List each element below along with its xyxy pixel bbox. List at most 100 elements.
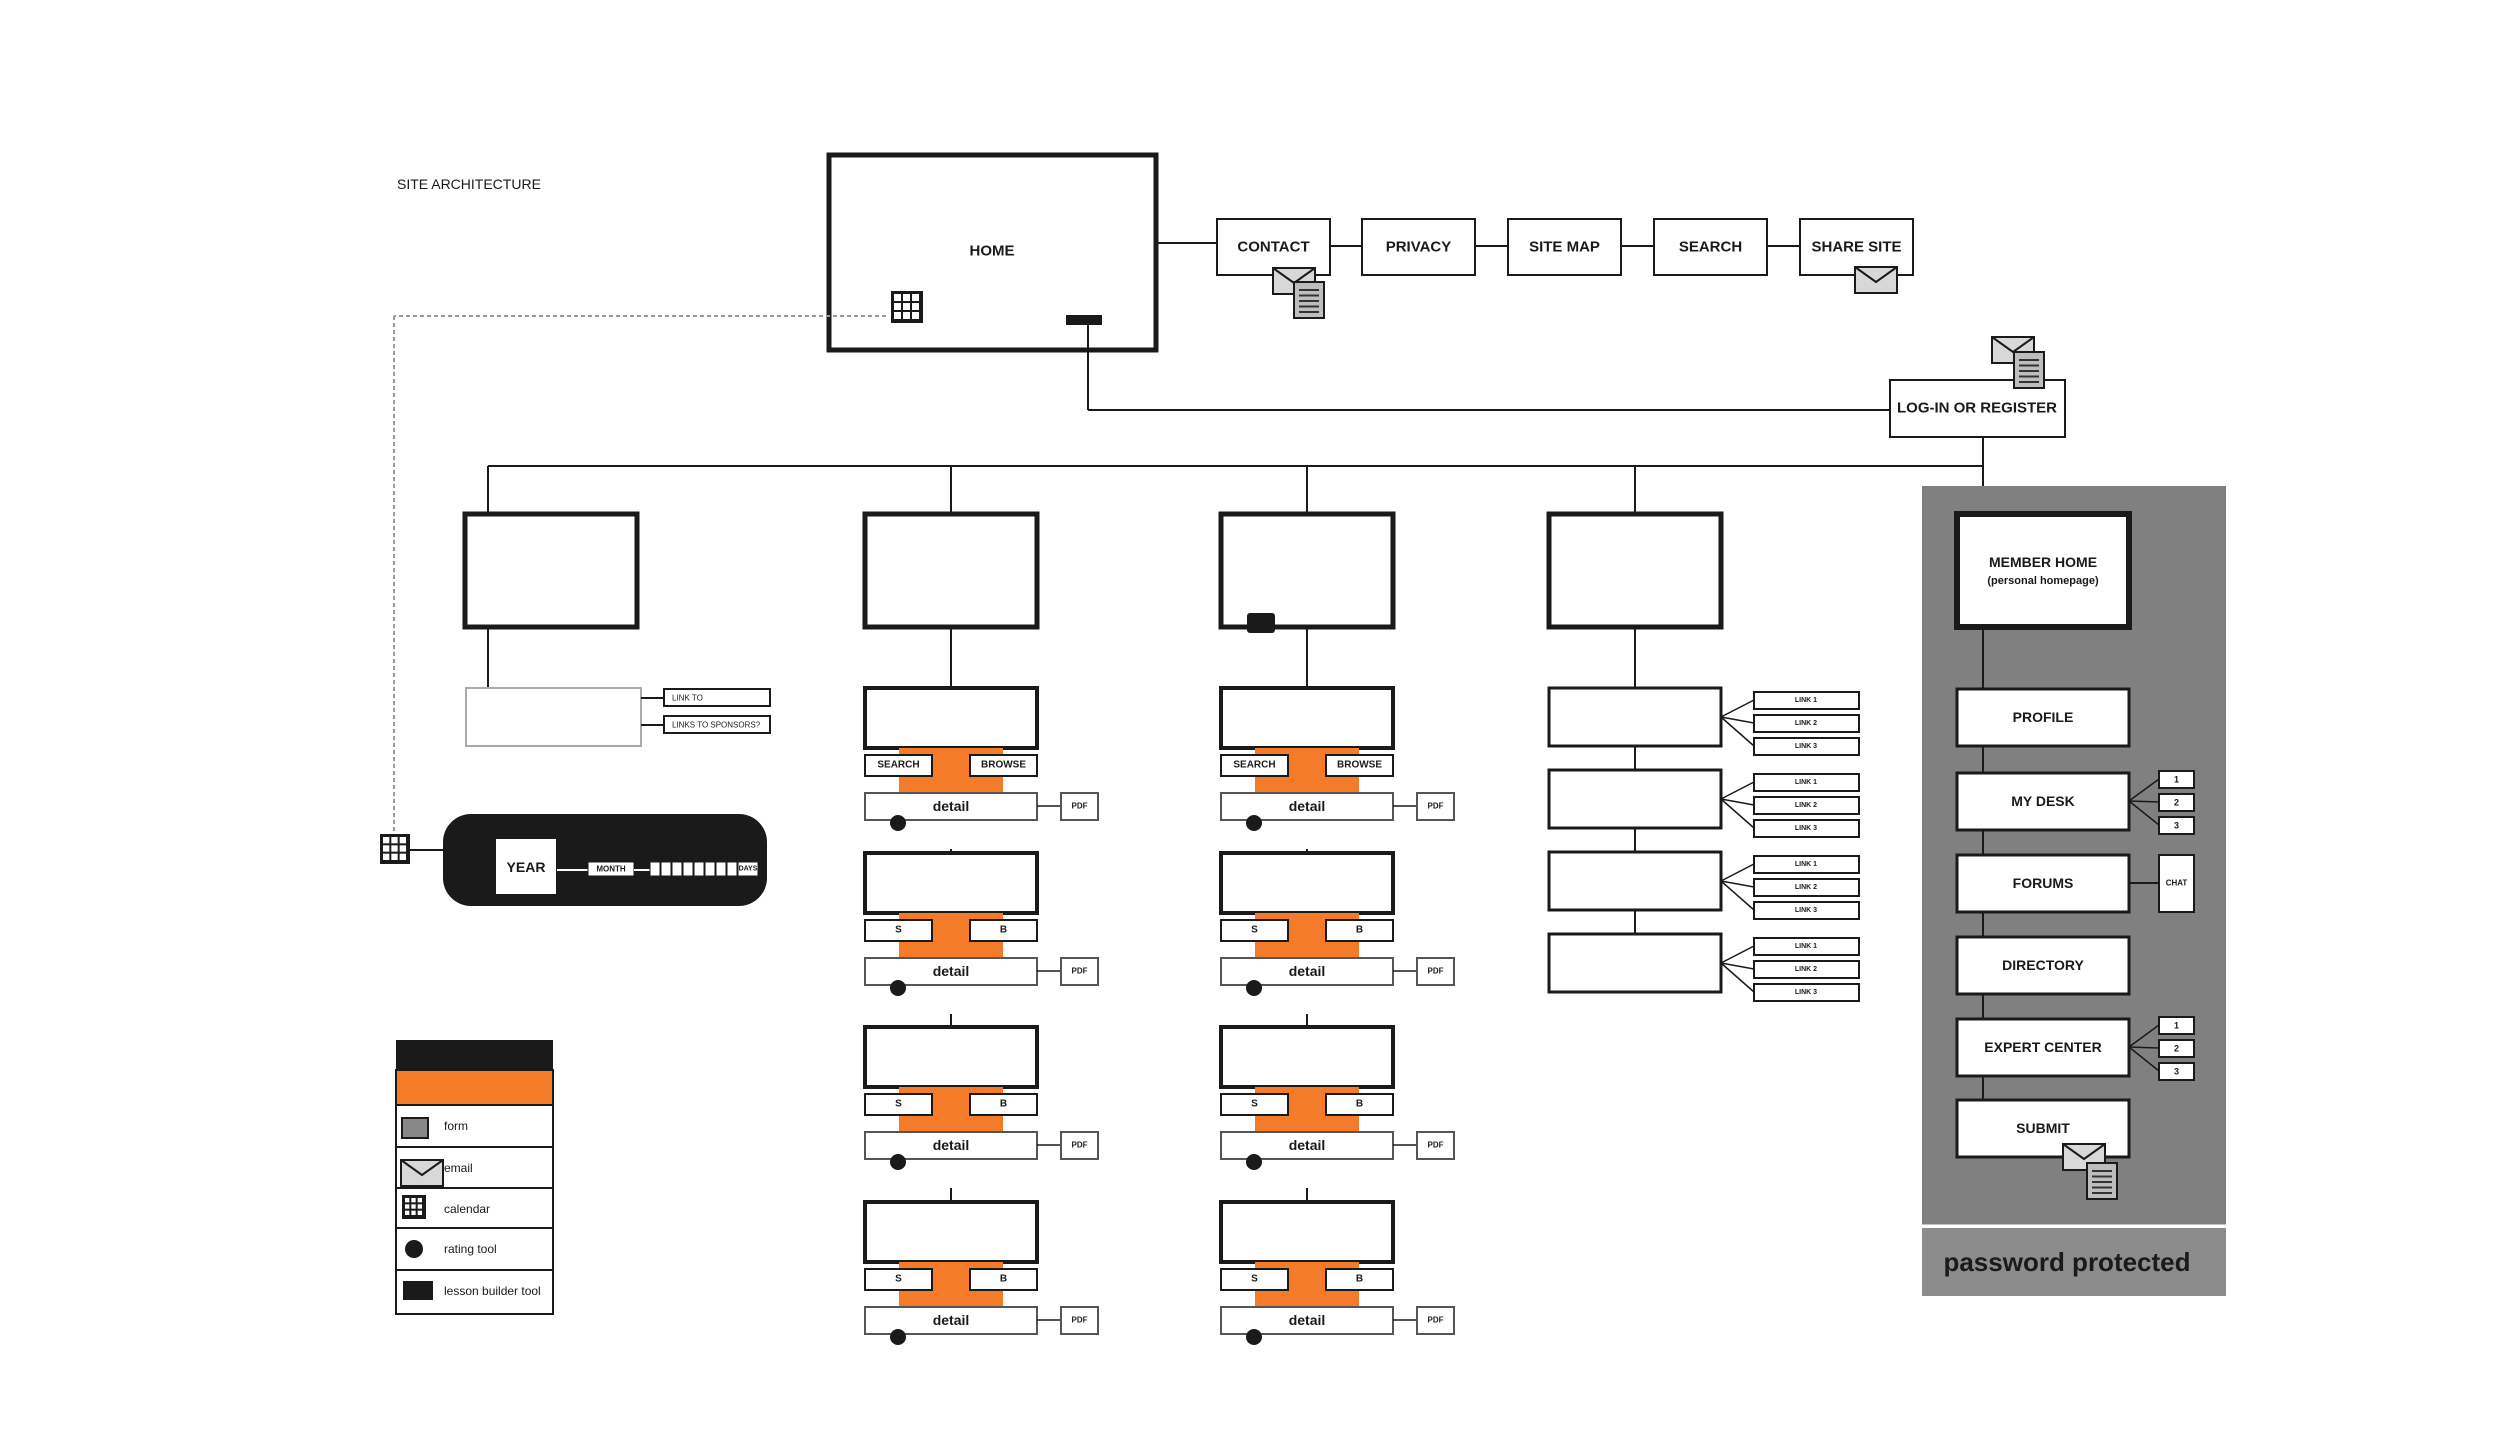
subsection-box [1219,1200,1395,1264]
link-fan-line [1720,716,1755,724]
home-login-marker [1066,315,1102,325]
calendar-icon-cell [399,853,406,860]
link-group-box [1547,932,1723,994]
link-fan-line [1720,880,1755,888]
search-button [864,754,933,777]
rating-tool-icon-glyph: R [895,1157,902,1167]
member-item-label-2: FORUMS [2013,875,2074,891]
detail-box [1220,792,1394,821]
key-label-3: rating tool [444,1242,497,1256]
utility-label-0: CONTACT [1237,239,1309,256]
pdf-label: PDF [1428,1316,1444,1325]
calendar-icon-cell [399,837,406,844]
rating-tool-icon-glyph: R [1251,818,1258,828]
detail-label: detail [933,1137,970,1153]
pdf-label: PDF [1072,802,1088,811]
link-box [1753,983,1860,1002]
link-label: LINK 2 [1795,720,1817,727]
panel-footer [1922,1228,2226,1296]
pdf-box [1060,1131,1099,1160]
key-label-2: calendar [444,1202,490,1216]
email-icon [400,1159,444,1187]
search-button [1220,1093,1289,1116]
member-home-title: MEMBER HOME [1989,554,2097,570]
calendar-day-box [682,861,694,877]
link-group-box [1547,850,1723,912]
calendar-icon-cell [894,294,901,301]
link-box [1753,796,1860,815]
calendar-days-box [737,861,759,877]
member-item-box-0 [1955,687,2131,748]
rating-tool-icon-glyph: R [895,983,902,993]
member-number-label: 3 [2174,1067,2179,1077]
calendar-icon-cell [912,303,919,310]
member-item-label-4: EXPERT CENTER [1984,1039,2101,1055]
member-number-box [2158,793,2195,812]
detail-label: detail [933,963,970,979]
browse-button [969,1093,1038,1116]
link-box [1753,960,1860,979]
browse-button [1325,754,1394,777]
calendar-icon-cell [912,312,919,319]
rating-tool-icon: R [890,980,906,996]
link-fan-line [1720,781,1755,800]
lesson-builder-icon-glyph: LB [411,1284,426,1296]
calendar-icon-cell [405,1210,410,1215]
col1-link-to-label: LINK TO [672,694,703,703]
section-box-1 [462,511,640,630]
link-fan-line [1720,962,1755,993]
member-number-box [2158,1062,2195,1081]
search-button [864,1093,933,1116]
pdf-label: PDF [1428,1141,1444,1150]
form-icon [1293,281,1325,319]
browse-label: BROWSE [1337,760,1382,771]
browse-button [969,754,1038,777]
calendar-year-label: YEAR [507,859,546,875]
calendar-icon [402,1195,426,1219]
link-label: LINK 2 [1795,802,1817,809]
link-box [1753,937,1860,956]
calendar-icon-cell [411,1204,416,1209]
col1-content-box [465,687,642,747]
calendar-day-box [715,861,727,877]
link-fan-line [1720,798,1755,829]
browse-label: B [1000,1274,1007,1285]
rating-tool-icon: R [1246,815,1262,831]
member-number-fan [2128,778,2160,802]
detail-box [864,792,1038,821]
rating-tool-icon-glyph: R [1251,1157,1258,1167]
browse-label: B [1000,1099,1007,1110]
calendar-icon-cell [411,1198,416,1203]
pdf-box [1416,1131,1455,1160]
link-box [1753,855,1860,874]
calendar-day-box [726,861,738,877]
link-label: LINK 1 [1795,943,1817,950]
rating-tool-icon-circle [890,1329,906,1345]
pdf-label: PDF [1428,967,1444,976]
utility-box-4 [1799,218,1914,276]
col1-sponsors-box [663,715,771,734]
member-item-label-0: PROFILE [2013,709,2074,725]
col1-link-to-box [663,688,771,707]
pdf-box [1060,792,1099,821]
browse-label: B [1356,925,1363,936]
calendar-icon-cell [417,1210,422,1215]
home-label: HOME [970,243,1015,260]
pdf-box [1060,957,1099,986]
rating-tool-icon-glyph: R [1251,1332,1258,1342]
rating-tool-icon-glyph: R [410,1244,417,1255]
browse-button [1325,1268,1394,1291]
calendar-icon-cell [405,1198,410,1203]
calendar-icon-cell [411,1210,416,1215]
detail-label: detail [933,1312,970,1328]
link-label: LINK 3 [1795,989,1817,996]
form-icon [2013,351,2045,389]
calendar-panel-title: calendar [462,823,482,897]
lesson-builder-icon [403,1281,433,1300]
browse-label: BROWSE [981,760,1026,771]
search-button [1220,754,1289,777]
calendar-year-box [494,837,558,896]
subsection-box [1219,1025,1395,1089]
email-icon-flap [1854,266,1898,284]
lesson-builder-icon [1247,613,1275,633]
